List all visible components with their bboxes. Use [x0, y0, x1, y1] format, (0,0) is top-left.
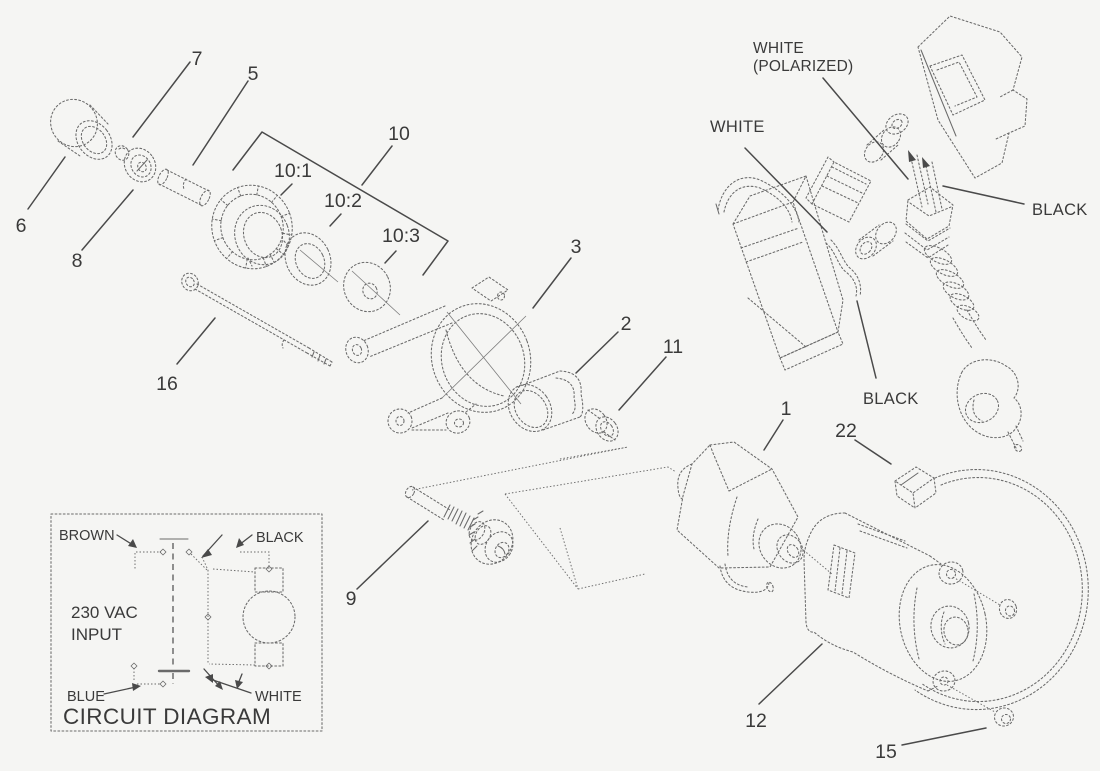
gearbox-part-1: [676, 441, 833, 593]
washer-part-10-2: [284, 232, 339, 286]
blue-leader: [103, 686, 137, 695]
leader-22: [854, 439, 892, 465]
callout-3: 3: [571, 236, 582, 258]
callout-labels: 7 5 6 8 10 10:1 10:2 10:3 3 2 11 16 9 1 …: [16, 48, 897, 763]
leader-10-3: [384, 250, 397, 264]
leader-5: [192, 80, 249, 166]
leader-white: [744, 147, 828, 233]
callout-10-2: 10:2: [324, 190, 362, 212]
motor-terminals: [254, 567, 284, 667]
callout-12: 12: [745, 710, 767, 732]
pin-part-5: [157, 168, 211, 207]
label-white-polarized-line2: (POLARIZED): [753, 58, 853, 75]
callout-10-3: 10:3: [382, 225, 420, 247]
switch-assembly: [715, 156, 897, 371]
leader-black-switch: [856, 300, 877, 379]
label-white-polarized-line1: WHITE: [753, 40, 804, 57]
assembly-projection-lines: [411, 446, 677, 590]
bushing-part-11: [584, 408, 619, 442]
leader-black-plug: [942, 185, 1025, 205]
wire-loop-and-connector-22: [894, 466, 1089, 711]
label-black-plug: BLACK: [1032, 201, 1088, 219]
callout-11: 11: [663, 336, 683, 358]
callout-7: 7: [192, 48, 203, 70]
rubber-boot-part-2: [507, 370, 584, 432]
leader-15: [901, 727, 987, 746]
bracket-10: [232, 131, 449, 276]
thru-bolt-part-16: [181, 272, 333, 367]
callout-1: 1: [781, 398, 792, 420]
callout-2: 2: [621, 313, 632, 335]
circuit-label-brown: BROWN: [59, 528, 115, 544]
circuit-label-blue: BLUE: [67, 689, 105, 705]
wire-labels: WHITE (POLARIZED) WHITE BLACK BLACK: [710, 40, 1088, 408]
callout-5: 5: [248, 63, 259, 85]
retaining-ring-part-7: [114, 145, 130, 161]
leader-10-2: [329, 213, 342, 227]
leader-16: [176, 317, 216, 365]
callout-16: 16: [156, 373, 178, 395]
callout-15: 15: [875, 741, 897, 763]
circuit-border: [50, 513, 323, 732]
callout-6: 6: [16, 215, 27, 237]
pinion-gear-part-10-1: [211, 184, 293, 270]
label-black-switch: BLACK: [863, 390, 919, 408]
washer-part-8: [123, 147, 157, 183]
label-white: WHITE: [710, 118, 765, 136]
circuit-label-white: WHITE: [255, 689, 302, 705]
plug-cord-assembly: [863, 15, 1028, 452]
leader-9: [356, 520, 429, 590]
leader-7: [132, 61, 191, 138]
callout-10: 10: [388, 123, 410, 145]
leader-white-polarized: [822, 77, 909, 180]
circuit-label-black: BLACK: [256, 530, 304, 546]
leader-10: [361, 145, 393, 186]
leader-12: [758, 643, 823, 705]
white-leader: [209, 678, 252, 694]
nut-part-15: [946, 684, 1014, 727]
leader-11: [618, 356, 667, 411]
leader-3: [532, 257, 572, 309]
circuit-title: CIRCUIT DIAGRAM: [63, 704, 271, 729]
washer-part-10-3: [343, 261, 401, 316]
starter-motor-part-12: [803, 512, 988, 692]
circuit-inset: BROWN BLACK 230 VAC INPUT BLUE WHITE CIR…: [50, 513, 323, 732]
leader-10-1: [280, 183, 293, 196]
mount-bracket-part-3: [345, 276, 532, 434]
leader-1: [763, 419, 784, 451]
motor-symbol: [242, 590, 296, 644]
motor-stud-nut: [952, 576, 1018, 619]
leader-lines: [27, 61, 1025, 746]
bushing-part-6: [50, 98, 113, 160]
leader-2: [575, 331, 619, 374]
callout-22: 22: [835, 420, 857, 442]
leader-6: [27, 156, 66, 210]
circuit-input-line2: INPUT: [71, 625, 122, 644]
circuit-input-line1: 230 VAC: [71, 603, 138, 622]
callout-9: 9: [346, 588, 357, 610]
leader-8: [81, 189, 134, 251]
starter-shaft-part-9: [404, 485, 514, 565]
callout-8: 8: [72, 250, 83, 272]
callout-10-1: 10:1: [274, 160, 312, 182]
